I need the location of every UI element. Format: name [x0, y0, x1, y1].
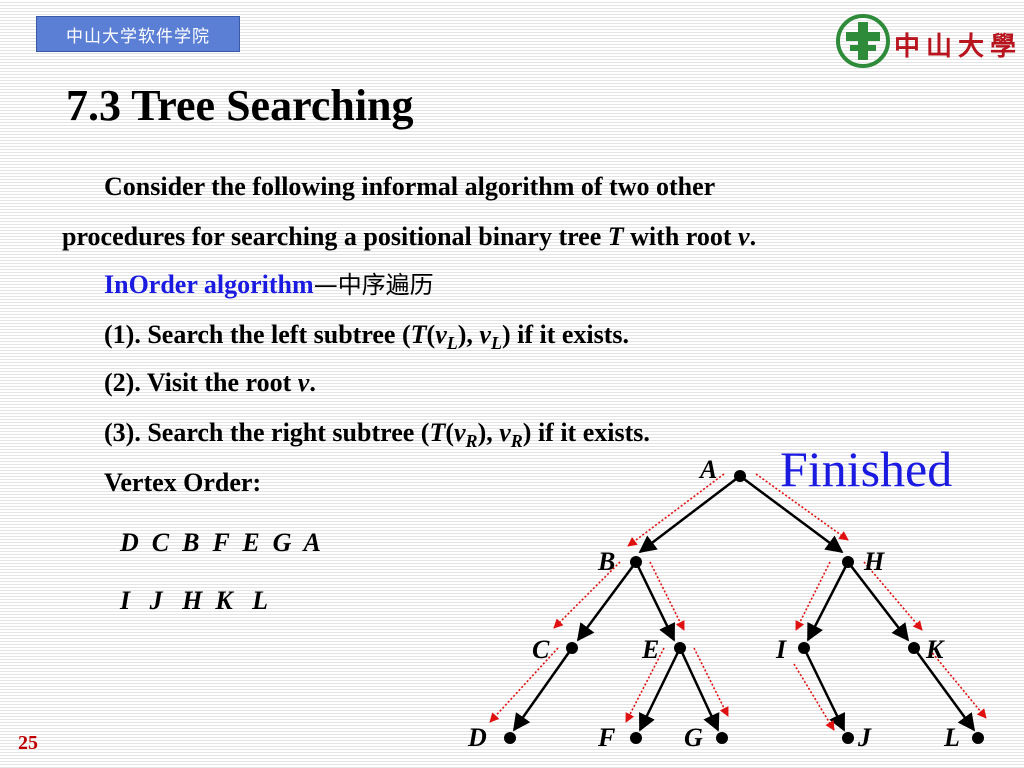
trav-k-l — [929, 649, 987, 719]
step-2-root-symbol: v — [297, 368, 310, 397]
intro-line-2-end: . — [749, 222, 757, 251]
node-b — [630, 556, 642, 568]
node-label-d: D — [467, 723, 487, 752]
node-a — [734, 470, 746, 482]
algorithm-name: InOrder algorithm — [104, 270, 314, 299]
step-2: (2). Visit the root v. — [104, 368, 316, 398]
node-label-i: I — [775, 635, 787, 664]
vertex-order-line-2: I J H K L — [120, 586, 269, 615]
step-2-end: . — [309, 368, 316, 397]
step-3-subscript-2: R — [510, 431, 523, 452]
node-g — [716, 732, 728, 744]
step-3-tree-symbol: T — [429, 418, 446, 447]
edge-e-g — [678, 647, 720, 732]
edge-b-e — [634, 561, 676, 642]
edge-a-b — [638, 475, 741, 554]
step-3-paren: ( — [445, 418, 454, 447]
step-1-vertex-symbol-2: v — [479, 320, 491, 349]
node-label-l: L — [943, 723, 960, 752]
edge-c-d — [512, 647, 574, 732]
page-number: 25 — [18, 732, 38, 754]
step-3-end: ) if it exists. — [522, 418, 650, 447]
finished-label: Finished — [780, 441, 953, 497]
step-3-vertex-symbol-2: v — [499, 418, 511, 447]
node-c — [566, 642, 578, 654]
step-1-paren: ( — [426, 320, 436, 349]
university-emblem-icon — [836, 14, 890, 68]
step-3-text: (3). Search the right subtree ( — [104, 418, 430, 447]
trav-h-k — [863, 561, 923, 631]
step-3: (3). Search the right subtree (T(vR), vR… — [104, 418, 650, 456]
trav-c-d — [489, 647, 559, 723]
step-3-vertex-symbol: v — [454, 418, 466, 447]
trav-e-g — [693, 647, 729, 717]
edge-i-j — [802, 647, 846, 732]
vertex-order-line-1: D C B F E G A — [120, 528, 321, 557]
node-l — [972, 732, 984, 744]
node-label-e: E — [641, 635, 659, 664]
step-1-mid: ), — [457, 320, 480, 349]
node-j — [842, 732, 854, 744]
vertex-order-label: Vertex Order: — [104, 468, 262, 497]
intro-line-1: Consider the following informal algorith… — [104, 172, 716, 201]
tree-symbol: T — [607, 222, 624, 251]
trav-b-e — [649, 561, 685, 631]
algorithm-heading: InOrder algorithm—中序遍历 — [104, 270, 434, 300]
node-h — [842, 556, 854, 568]
step-1-tree-symbol: T — [410, 320, 427, 349]
step-1-end: ) if it exists. — [501, 320, 630, 349]
trav-h-i — [795, 561, 831, 631]
trav-b-c — [553, 561, 621, 629]
trav-a-h — [755, 473, 849, 541]
traversal-arrows — [489, 473, 987, 731]
edge-h-k — [847, 561, 910, 642]
university-logo: 中山大學 — [836, 12, 1016, 72]
edge-b-c — [576, 561, 638, 642]
tree-nodes — [504, 470, 984, 744]
edge-a-h — [739, 474, 844, 554]
slide-title: 7.3 Tree Searching — [66, 81, 414, 130]
step-3-subscript: R — [465, 431, 478, 452]
node-i — [798, 642, 810, 654]
node-label-a: A — [698, 455, 717, 484]
node-label-g: G — [684, 723, 703, 752]
node-label-j: J — [857, 723, 872, 752]
algorithm-cn-name: —中序遍历 — [313, 271, 434, 299]
tree-edges — [512, 474, 976, 732]
step-1: (1). Search the left subtree (T(vL), vL)… — [104, 320, 629, 358]
node-f — [630, 732, 642, 744]
step-1-subscript: L — [446, 333, 458, 354]
edge-e-f — [638, 647, 682, 732]
step-1-subscript-2: L — [490, 333, 502, 354]
intro-line-2: procedures for searching a positional bi… — [62, 222, 756, 252]
node-label-c: C — [532, 635, 550, 664]
node-d — [504, 732, 516, 744]
step-2-text: (2). Visit the root — [104, 368, 298, 397]
school-badge: 中山大学软件学院 — [36, 16, 240, 52]
node-label-h: H — [863, 547, 885, 576]
trav-a-b — [627, 473, 725, 547]
node-label-b: B — [597, 547, 615, 576]
node-e — [674, 642, 686, 654]
trav-i-j — [793, 663, 835, 731]
intro-line-2-mid: with root — [623, 222, 739, 251]
node-label-f: F — [597, 723, 615, 752]
edge-h-i — [806, 561, 850, 642]
step-3-mid: ), — [477, 418, 500, 447]
root-symbol: v — [738, 222, 750, 251]
node-labels: A B H C E I K D F G J L — [467, 455, 960, 752]
edge-k-l — [912, 647, 976, 732]
step-1-text: (1). Search the left subtree ( — [104, 320, 411, 349]
trav-e-f — [625, 647, 665, 723]
node-label-k: K — [925, 635, 945, 664]
step-1-vertex-symbol: v — [435, 320, 447, 349]
intro-line-2-text: procedures for searching a positional bi… — [62, 222, 608, 251]
university-logo-text: 中山大學 — [894, 32, 1023, 62]
node-k — [908, 642, 920, 654]
school-badge-text: 中山大学软件学院 — [66, 26, 210, 47]
